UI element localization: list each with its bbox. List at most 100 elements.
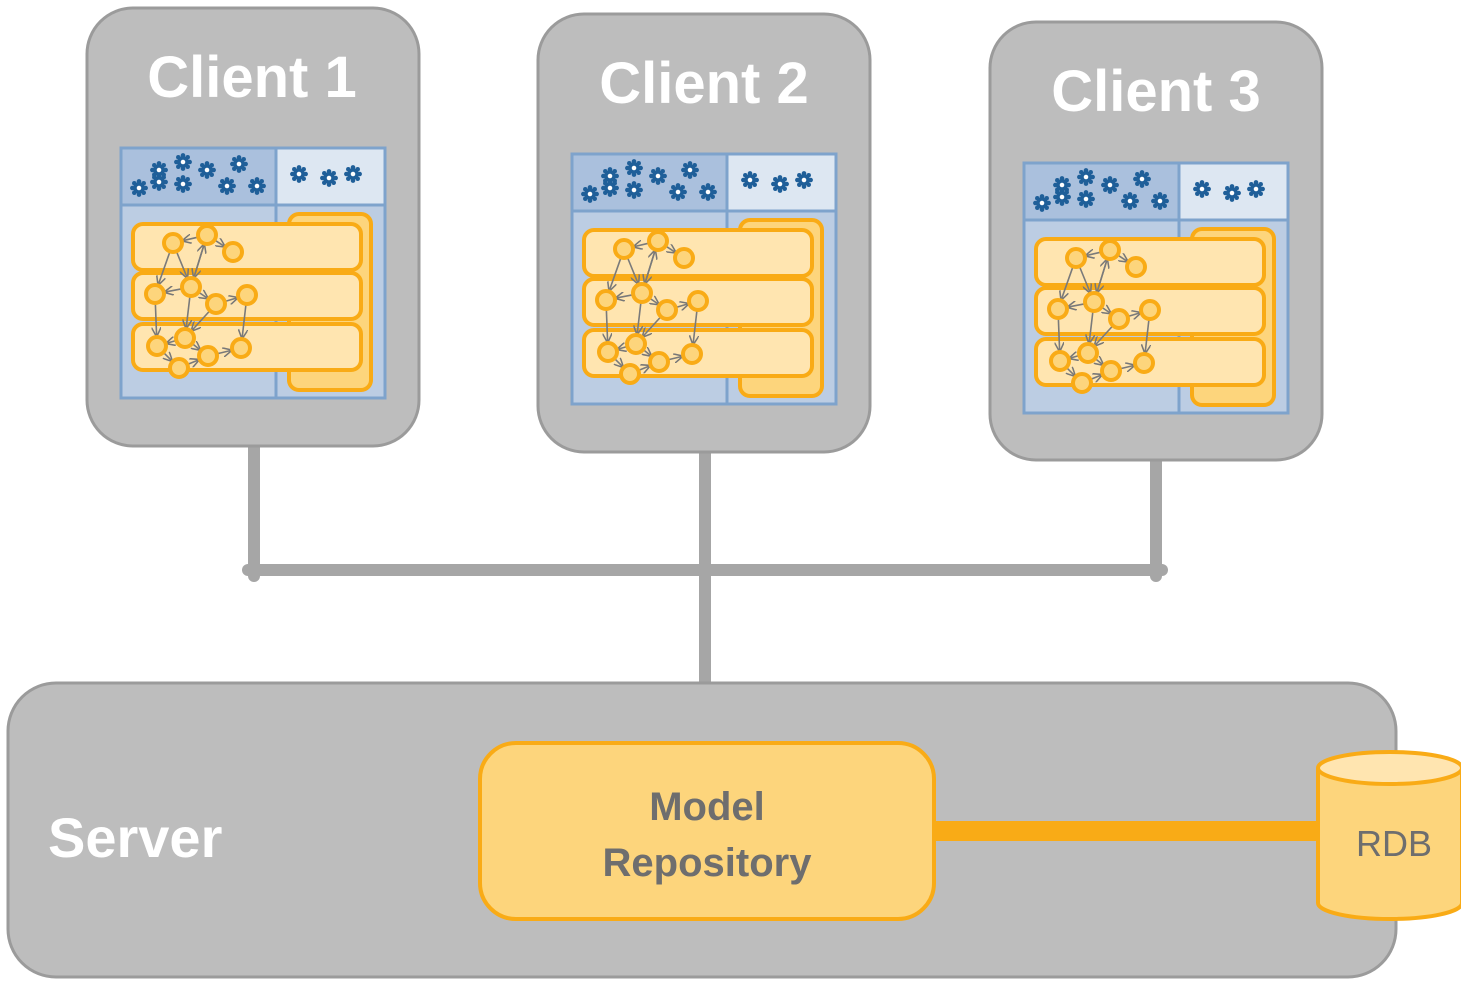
- graph-edge: [217, 350, 232, 353]
- node-icon: [162, 232, 184, 254]
- client-2-box: Client 2: [536, 12, 872, 454]
- graph-edge: [1079, 266, 1090, 292]
- graph-edge: [199, 293, 207, 299]
- gear-icon: [681, 161, 699, 179]
- graph-edge: [187, 360, 199, 364]
- graph-edge: [693, 310, 697, 344]
- graph-edge: [1086, 252, 1101, 255]
- graph-edge: [644, 350, 651, 356]
- graph-edge: [1068, 304, 1085, 307]
- gear-icon: [1077, 190, 1095, 208]
- node-icon: [648, 351, 670, 373]
- node-icon: [1047, 298, 1069, 320]
- graph-edge: [1102, 308, 1110, 314]
- graph-edge: [1090, 375, 1102, 379]
- graph-edge: [609, 258, 622, 290]
- node-icon: [595, 289, 617, 311]
- graph-edge: [1118, 255, 1127, 261]
- node-icon: [168, 357, 190, 379]
- graph-edge: [242, 304, 246, 338]
- gear-icon: [1101, 176, 1119, 194]
- gear-icon: [1033, 194, 1051, 212]
- graph-edge: [1095, 325, 1113, 345]
- graph-edge: [618, 347, 627, 350]
- node-icon: [196, 224, 218, 246]
- graph-edge: [225, 298, 238, 301]
- gear-icon: [625, 181, 643, 199]
- client-1-box: Client 1: [85, 6, 421, 448]
- gear-icon: [130, 179, 148, 197]
- gear-icon: [1077, 168, 1095, 186]
- repository-label-line2: Repository: [603, 841, 813, 885]
- graph-edge: [155, 303, 156, 336]
- gear-icon: [601, 179, 619, 197]
- graph-edge: [1120, 365, 1135, 368]
- network-connectors: [242, 434, 1168, 696]
- graph-edge: [644, 251, 655, 284]
- server-box: Server Model Repository RDB: [6, 681, 1461, 979]
- gear-icon: [669, 183, 687, 201]
- gear-icon: [248, 177, 266, 195]
- graph-edge: [615, 359, 623, 367]
- client-title: Client 2: [599, 51, 809, 116]
- graph-edge: [215, 240, 224, 246]
- node-icon: [1125, 256, 1147, 278]
- node-icon: [647, 230, 669, 252]
- gear-icon: [1121, 192, 1139, 210]
- node-icon: [1108, 308, 1130, 330]
- graph-edge: [1070, 356, 1079, 359]
- node-icon: [681, 343, 703, 365]
- gear-icon: [230, 155, 248, 173]
- node-icon: [180, 276, 202, 298]
- node-icon: [222, 241, 244, 263]
- graph-edge: [627, 257, 638, 283]
- gear-icon: [741, 171, 759, 189]
- node-icon: [1133, 352, 1155, 374]
- gear-icon: [1151, 192, 1169, 210]
- graph-edge: [666, 246, 675, 252]
- node-icon: [197, 345, 219, 367]
- gear-icon: [1133, 170, 1151, 188]
- gear-icon: [150, 173, 168, 191]
- gear-icon: [699, 183, 717, 201]
- gear-icon: [174, 175, 192, 193]
- graph-edge: [183, 237, 198, 240]
- node-icon: [597, 341, 619, 363]
- graph-edge: [668, 356, 683, 359]
- graph-edge: [638, 366, 650, 370]
- model-repository-box: Model Repository: [478, 741, 936, 921]
- gear-icon: [198, 161, 216, 179]
- gear-icon: [290, 165, 308, 183]
- node-icon: [230, 337, 252, 359]
- node-icon: [619, 363, 641, 385]
- client-title: Client 1: [147, 45, 357, 110]
- gear-icon: [625, 159, 643, 177]
- graph-edge: [164, 353, 172, 361]
- graph-edge: [193, 344, 200, 350]
- client-title: Client 3: [1051, 59, 1261, 124]
- graph-edge: [165, 289, 182, 292]
- node-icon: [236, 284, 258, 306]
- database-label: RDB: [1356, 823, 1432, 864]
- graph-edge: [1089, 311, 1093, 343]
- graph-edge: [1096, 260, 1107, 293]
- graph-edge: [176, 251, 187, 277]
- node-icon: [1100, 360, 1122, 382]
- node-icon: [1071, 372, 1093, 394]
- node-icon: [174, 327, 196, 349]
- client-3-box: Client 3: [988, 20, 1324, 462]
- gear-icon: [1247, 180, 1265, 198]
- graph-edge: [643, 316, 661, 336]
- node-icon: [205, 293, 227, 315]
- graph-edge: [167, 341, 176, 344]
- repository-label-line1: Model: [649, 785, 765, 829]
- gear-icon: [218, 177, 236, 195]
- gear-icon: [320, 169, 338, 187]
- graph-edge: [1067, 368, 1075, 376]
- node-icon: [144, 283, 166, 305]
- model-panel: [570, 152, 838, 406]
- gear-icon: [1223, 184, 1241, 202]
- node-icon: [1049, 350, 1071, 372]
- node-icon: [613, 238, 635, 260]
